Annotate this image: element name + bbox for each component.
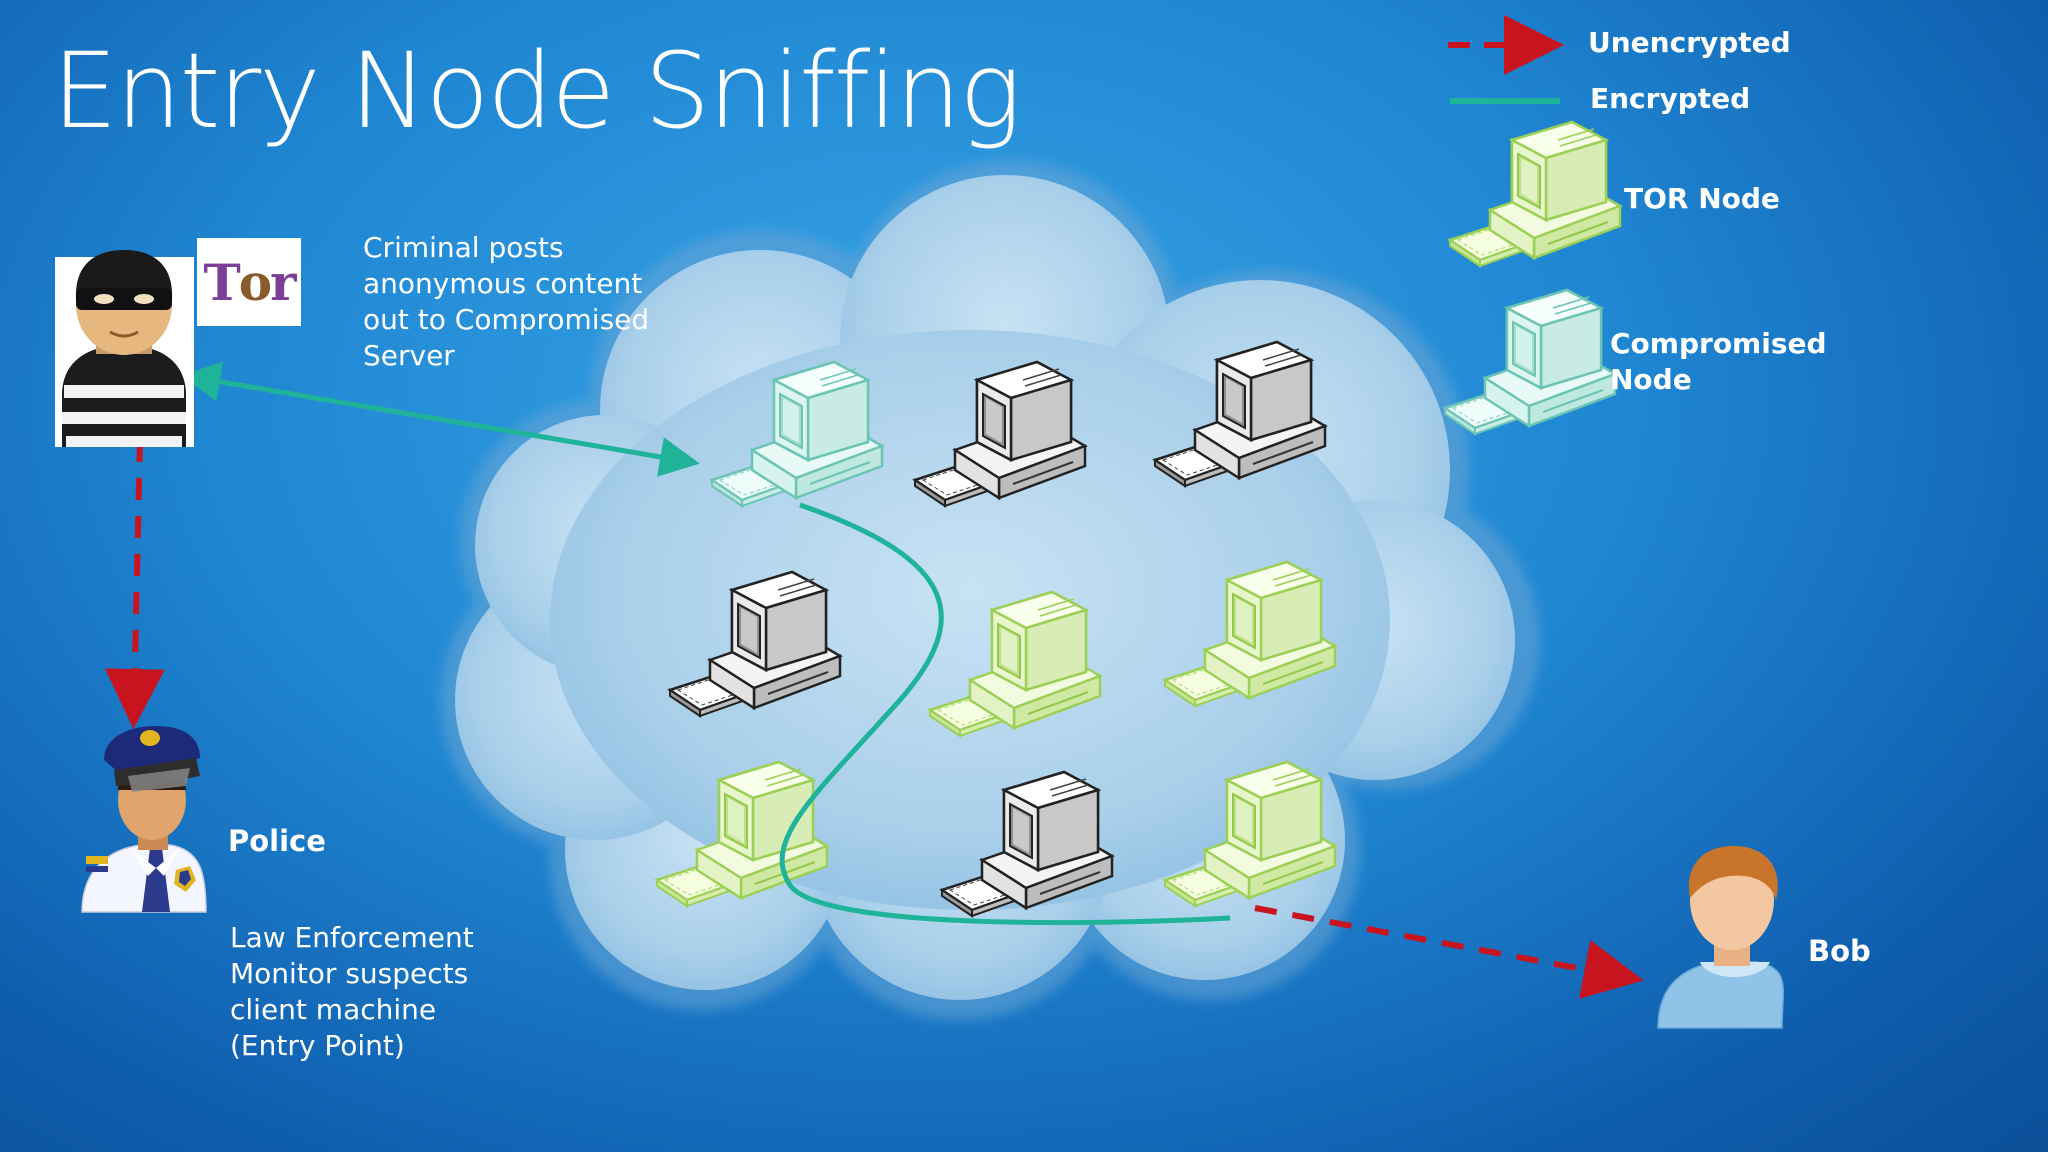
legend-tor-node-icon <box>1448 120 1622 268</box>
legend-compromised-node-icon <box>1443 288 1617 436</box>
police-officer-icon <box>81 726 207 913</box>
legend-compromised-node-label: Compromised Node <box>1610 327 1827 396</box>
legend-encrypted-label: Encrypted <box>1590 82 1751 115</box>
encrypted-route-line <box>779 502 1231 926</box>
police-label: Police <box>228 824 326 858</box>
criminal-caption: Criminal posts anonymous content out to … <box>363 231 650 372</box>
bob-label: Bob <box>1808 934 1871 968</box>
criminal-icon <box>55 250 194 447</box>
legend-tor-node-label: TOR Node <box>1624 182 1780 215</box>
unencrypted-link-arrow <box>1254 905 1644 999</box>
encrypted-link-arrow <box>180 361 700 477</box>
legend-unencrypted-label: Unencrypted <box>1588 26 1791 59</box>
police-caption: Law Enforcement Monitor suspects client … <box>230 921 474 1062</box>
monitoring-link-arrow <box>104 439 165 729</box>
bob-user-icon <box>1657 846 1784 1029</box>
page-title: Entry Node Sniffing <box>52 30 1022 152</box>
